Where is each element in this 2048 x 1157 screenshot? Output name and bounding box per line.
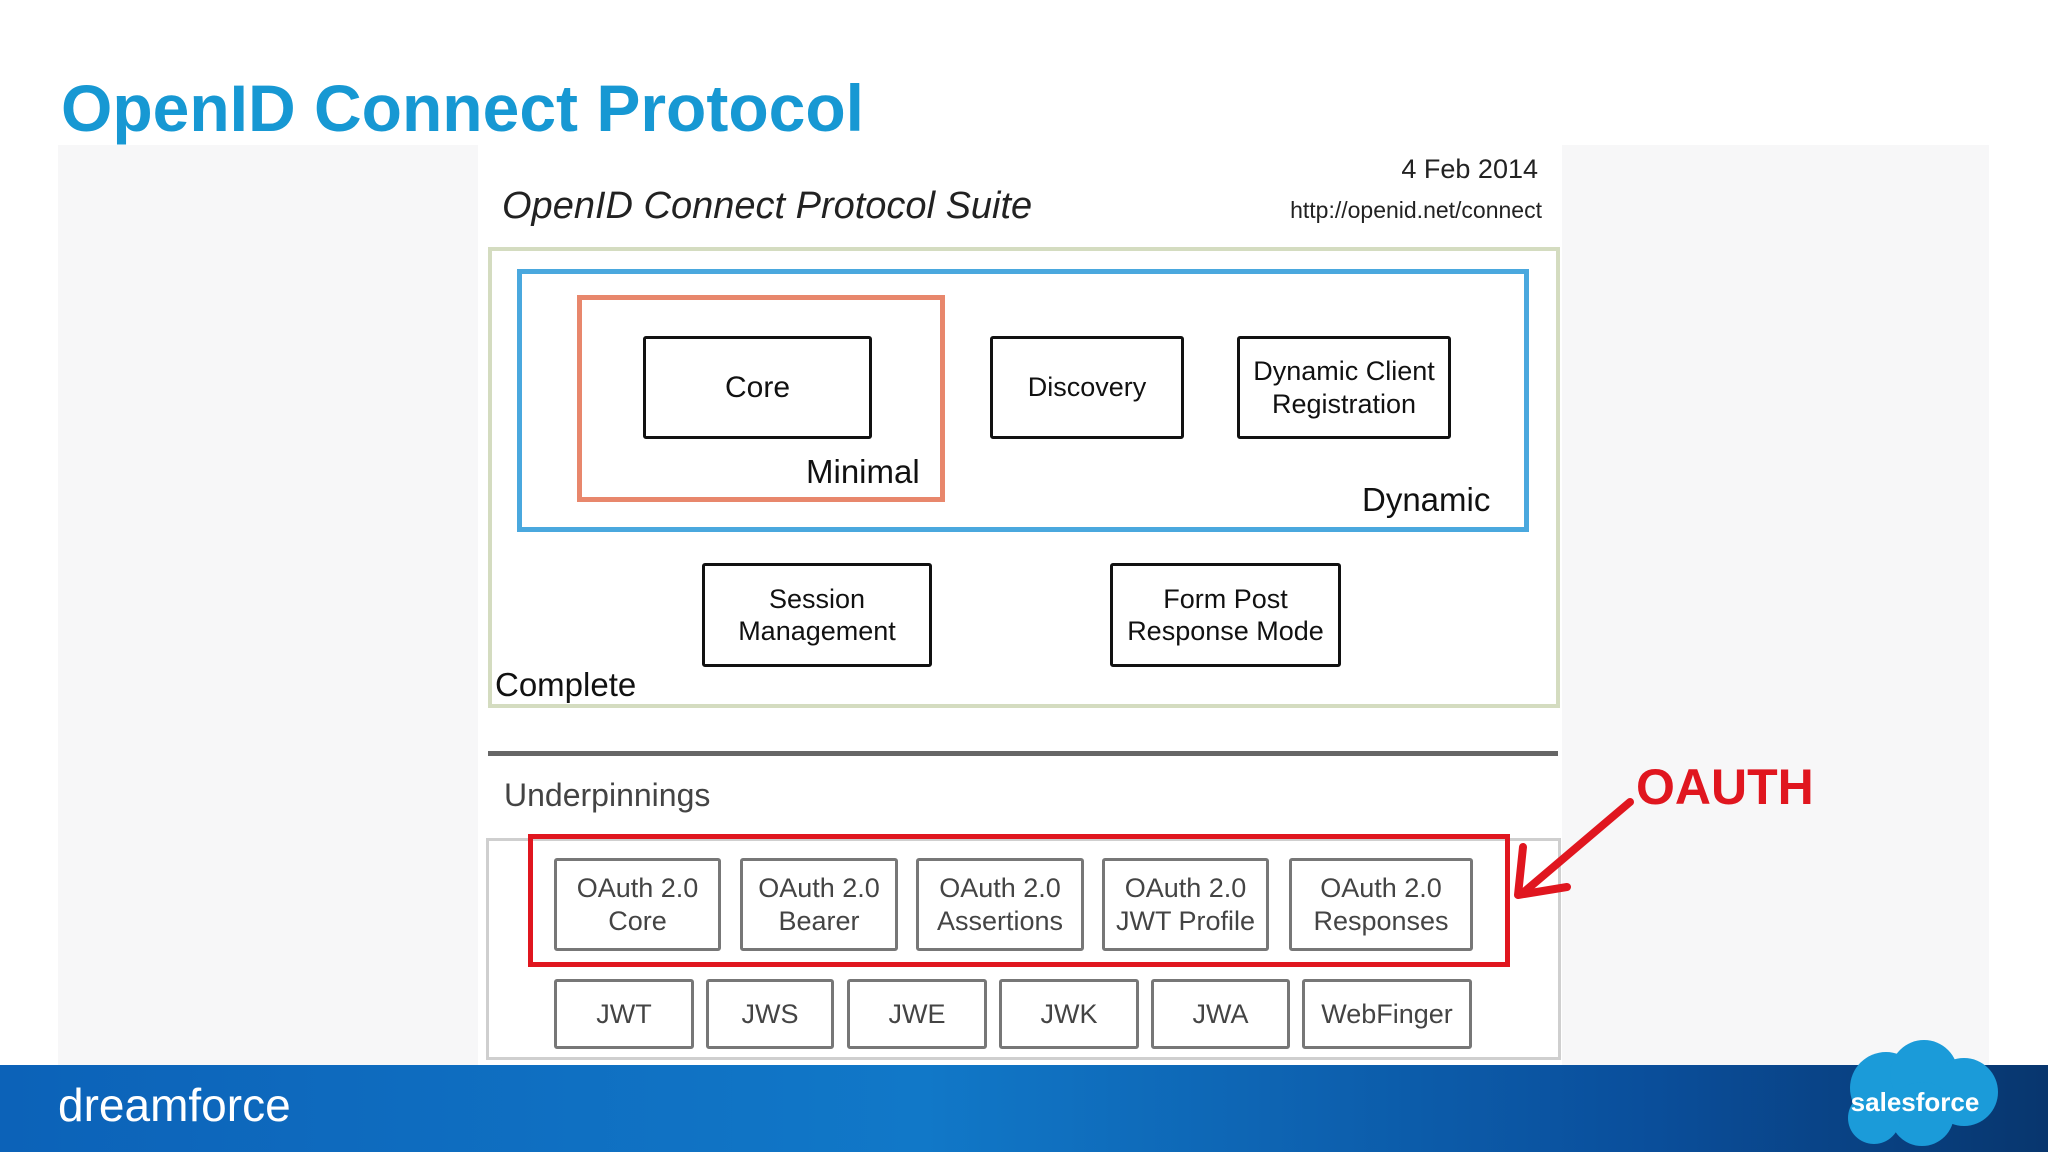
oauth-spec: OAuth 2.0 Bearer: [740, 858, 898, 951]
complete-label: Complete: [495, 666, 637, 703]
jose-spec: JWK: [999, 979, 1139, 1049]
slide-title: OpenID Connect Protocol: [61, 71, 865, 145]
underpinnings-label: Underpinnings: [504, 777, 711, 813]
spec-dynamic-client-registration: Dynamic Client Registration: [1237, 336, 1451, 439]
jose-spec: WebFinger: [1302, 979, 1472, 1049]
spec-discovery: Discovery: [990, 336, 1184, 439]
salesforce-logo: salesforce: [1850, 1086, 1980, 1117]
footer-bar: [0, 1065, 2048, 1152]
spec-core: Core: [643, 336, 872, 439]
jose-spec: JWA: [1151, 979, 1290, 1049]
diagram-title: OpenID Connect Protocol Suite: [502, 185, 1033, 227]
spec-form-post-response-mode: Form Post Response Mode: [1110, 563, 1341, 667]
oauth-spec: OAuth 2.0 Assertions: [916, 858, 1084, 951]
salesforce-cloud-icon: [1828, 1030, 2004, 1152]
oauth-highlight-box: [528, 834, 1510, 967]
section-divider: [488, 751, 1558, 756]
oauth-annotation: OAUTH: [1636, 759, 1814, 815]
jose-spec: JWS: [706, 979, 834, 1049]
jose-spec: JWE: [847, 979, 987, 1049]
dreamforce-logo: dreamforce: [58, 1079, 291, 1131]
minimal-group-box: [577, 295, 945, 502]
minimal-label: Minimal: [806, 453, 920, 490]
diagram-date: 4 Feb 2014: [1401, 154, 1538, 184]
oauth-spec: OAuth 2.0 Responses: [1289, 858, 1473, 951]
jose-spec: JWT: [554, 979, 694, 1049]
oauth-spec: OAuth 2.0 JWT Profile: [1102, 858, 1269, 951]
dynamic-group-box: [517, 269, 1529, 532]
annotation-arrow-icon: [1514, 798, 1634, 899]
diagram-url: http://openid.net/connect: [1290, 197, 1542, 223]
oauth-spec: OAuth 2.0 Core: [554, 858, 721, 951]
complete-group-box: [488, 247, 1560, 708]
spec-session-management: Session Management: [702, 563, 932, 667]
dynamic-label: Dynamic: [1362, 481, 1491, 518]
